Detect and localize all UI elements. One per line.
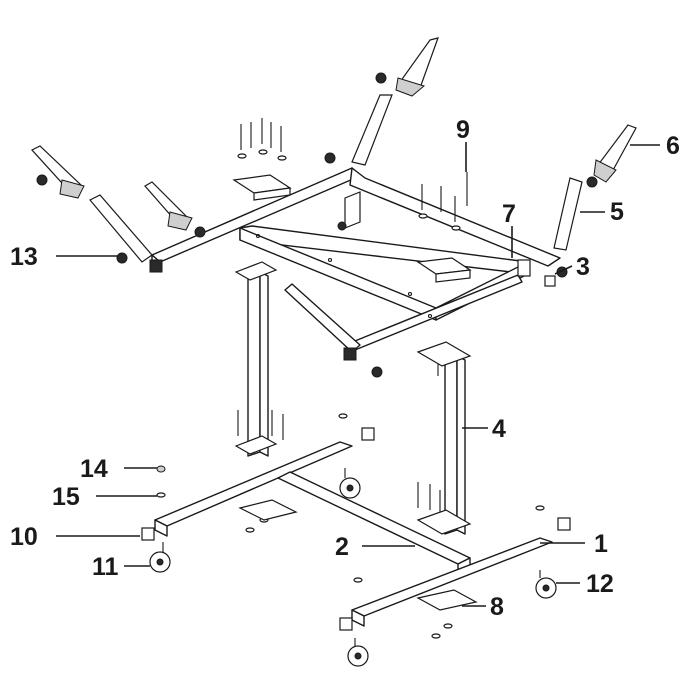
knobs [36, 72, 598, 378]
top-frame-assembly [149, 167, 561, 361]
callout-12: 12 [586, 570, 614, 598]
callout-11: 11 [92, 553, 119, 581]
callout-1: 1 [594, 530, 608, 558]
callout-5: 5 [610, 198, 624, 226]
callout-2: 2 [335, 533, 349, 561]
callout-8: 8 [490, 593, 504, 621]
callout-7: 7 [502, 200, 516, 228]
washers [237, 149, 545, 639]
callout-3: 3 [576, 253, 590, 281]
base-frame [141, 427, 571, 631]
callout-6: 6 [666, 132, 680, 160]
callout-4: 4 [492, 415, 506, 443]
uprights [234, 261, 472, 535]
support-rods [89, 94, 583, 263]
callout-13: 13 [10, 243, 38, 271]
callout-10: 10 [10, 523, 38, 551]
callout-14: 14 [80, 455, 108, 483]
callout-15: 15 [52, 483, 80, 511]
callout-labels: 1 2 3 4 5 6 7 8 9 10 11 12 13 14 15 [10, 116, 680, 621]
cone-holders [31, 37, 637, 231]
part-14-nut [156, 465, 166, 473]
part-15-washer [156, 492, 166, 498]
callout-leaders [56, 142, 660, 607]
callout-9: 9 [456, 116, 470, 144]
casters [149, 468, 557, 667]
